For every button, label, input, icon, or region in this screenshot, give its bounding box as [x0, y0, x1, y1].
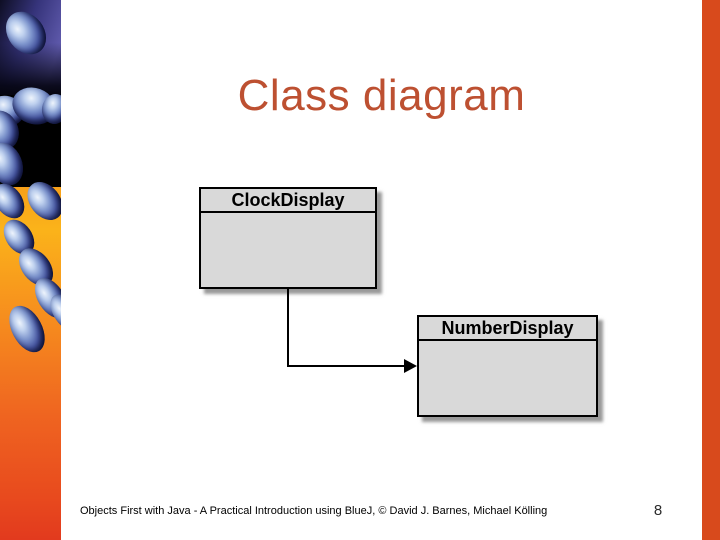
connector-line-horizontal	[287, 365, 405, 367]
footer-credit: Objects First with Java - A Practical In…	[80, 505, 548, 517]
connector-line-vertical	[287, 289, 289, 367]
page-title: Class diagram	[237, 71, 526, 120]
sidebar-art	[0, 0, 61, 540]
class-box-clockdisplay: ClockDisplay	[199, 187, 377, 289]
class-name-header: NumberDisplay	[419, 317, 596, 341]
accent-strip	[702, 0, 720, 540]
class-box-numberdisplay: NumberDisplay	[417, 315, 598, 417]
page-number: 8	[653, 502, 663, 519]
arrowhead-icon	[404, 359, 417, 373]
class-name-header: ClockDisplay	[201, 189, 375, 213]
